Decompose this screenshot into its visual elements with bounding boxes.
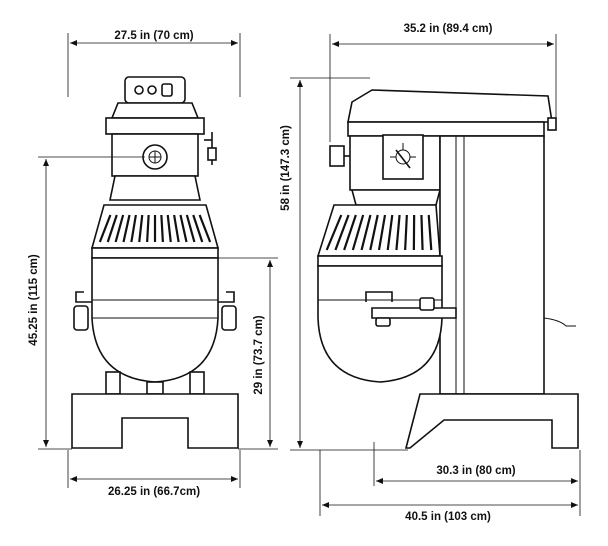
side-base xyxy=(404,393,579,449)
side-head-latch xyxy=(547,117,557,131)
guard-rib xyxy=(377,214,387,251)
bowl-handle-right xyxy=(218,291,235,303)
side-column xyxy=(439,135,545,395)
guard-rib xyxy=(106,214,118,243)
guard-rib xyxy=(138,214,144,243)
front-leg-right xyxy=(189,371,205,395)
guard-rib xyxy=(360,214,372,251)
guard-rib xyxy=(395,214,401,251)
front-head-top xyxy=(110,102,200,119)
guard-rib xyxy=(114,214,125,243)
front-head-band xyxy=(105,117,205,135)
front-guard-ring xyxy=(91,247,219,259)
guard-rib xyxy=(122,214,131,243)
guard-rib xyxy=(146,214,150,243)
side-neck xyxy=(350,189,442,206)
guard-rib xyxy=(343,214,357,251)
dimension-lines xyxy=(38,33,581,516)
guard-rib xyxy=(130,214,137,243)
front-neck xyxy=(109,175,201,201)
guard-rib xyxy=(179,214,188,243)
side-head-band xyxy=(347,121,545,137)
bowl-lift-lever xyxy=(207,147,217,161)
front-bowl xyxy=(91,257,219,383)
side-bowl-arm xyxy=(371,307,457,319)
guard-rib xyxy=(420,214,424,251)
guard-rib xyxy=(334,214,350,251)
guard-rib xyxy=(198,214,212,243)
guard-rib xyxy=(325,214,343,251)
front-view xyxy=(71,76,239,449)
label-side-depth-top: 35.2 in (89.4 cm) xyxy=(404,23,493,35)
label-front-bowl-height: 29 in (73.7 cm) xyxy=(253,315,265,394)
label-front-shaft-height: 45.25 in (115 cm) xyxy=(28,254,40,346)
guard-rib xyxy=(98,214,112,243)
guard-rib xyxy=(166,214,172,243)
label-front-base-width: 26.25 in (66.7cm) xyxy=(108,486,200,498)
label-side-overall-depth: 40.5 in (103 cm) xyxy=(405,511,491,523)
label-front-width-top: 27.5 in (70 cm) xyxy=(114,30,193,42)
label-side-base-depth: 30.3 in (80 cm) xyxy=(436,465,515,477)
guard-ribs xyxy=(98,214,212,243)
guard-rib xyxy=(160,214,164,243)
guard-rib xyxy=(173,214,180,243)
guard-rib xyxy=(351,214,365,251)
side-knob xyxy=(329,145,345,167)
guard-rib xyxy=(386,214,394,251)
label-side-total-height: 58 in (147.3 cm) xyxy=(280,125,292,211)
side-head-top xyxy=(347,89,553,123)
front-center-post xyxy=(146,381,164,395)
guard-ribs xyxy=(325,214,433,251)
guard-rib xyxy=(185,214,196,243)
bowl-handle-left xyxy=(75,291,92,303)
side-guard-ring xyxy=(317,255,443,267)
guard-rib xyxy=(369,214,379,251)
guard-rib xyxy=(427,214,433,251)
side-control-plate xyxy=(382,134,424,180)
front-base xyxy=(71,393,239,449)
power-switch-icon xyxy=(161,83,173,97)
front-leg-left xyxy=(105,371,121,395)
control-knob-icon xyxy=(147,85,157,95)
power-cord xyxy=(543,317,576,327)
control-knob-icon xyxy=(134,85,144,95)
guard-rib xyxy=(192,214,204,243)
guard-rib xyxy=(404,214,408,251)
side-bowl-handle xyxy=(365,291,393,302)
side-view xyxy=(316,89,579,449)
